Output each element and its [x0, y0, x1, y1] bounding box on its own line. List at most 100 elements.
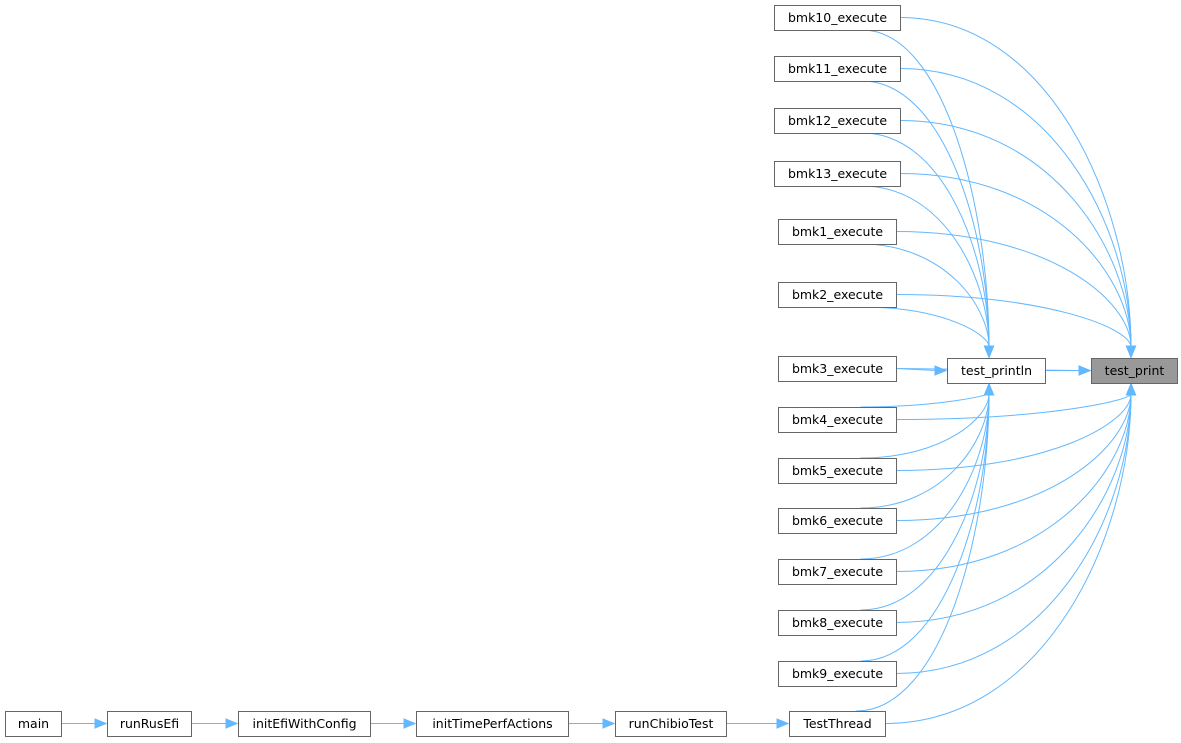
edge-line: [899, 68, 1132, 348]
edge-bmk3-to-test_println: [895, 365, 948, 376]
edges-layer: [61, 17, 1137, 729]
edge-line: [856, 393, 990, 712]
node-box: [774, 56, 901, 82]
node-box: [774, 5, 901, 31]
node-bmk10[interactable]: bmk10_execute: [774, 5, 901, 31]
edge-main-to-runRusEfi: [61, 718, 108, 729]
node-label: bmk10_execute: [788, 10, 887, 25]
node-label: TestThread: [802, 716, 871, 731]
edge-runChibioTest-to-TestThread: [726, 718, 790, 729]
node-box: [778, 661, 897, 687]
edge-bmk9-to-test_print: [895, 382, 1137, 674]
node-TestThread[interactable]: TestThread: [789, 711, 886, 737]
edge-arrowhead: [934, 365, 948, 376]
edge-bmk8-to-test_print: [895, 382, 1137, 623]
node-label: bmk3_execute: [792, 361, 883, 376]
node-test_print[interactable]: test_print: [1091, 358, 1178, 384]
edge-bmk4-to-test_print: [895, 382, 1137, 420]
node-bmk13[interactable]: bmk13_execute: [774, 161, 901, 187]
edge-line: [895, 393, 1132, 471]
node-bmk12[interactable]: bmk12_execute: [774, 108, 901, 134]
node-label: test_println: [961, 363, 1032, 378]
node-label: bmk2_execute: [792, 287, 883, 302]
node-box: [615, 711, 727, 737]
node-label: initEfiWithConfig: [252, 716, 356, 731]
edge-bmk10-to-test_print: [899, 17, 1137, 359]
edge-bmk13-to-test_print: [899, 173, 1137, 359]
node-runRusEfi[interactable]: runRusEfi: [107, 711, 192, 737]
edge-line: [895, 393, 1132, 572]
node-box: [778, 610, 897, 636]
edge-arrowhead: [403, 718, 417, 729]
edge-arrowhead: [983, 345, 995, 359]
edge-arrowhead: [602, 718, 616, 729]
edge-line: [895, 231, 1132, 348]
edge-arrowhead: [1125, 382, 1137, 396]
edge-line: [860, 393, 990, 662]
node-bmk4[interactable]: bmk4_execute: [778, 407, 897, 433]
node-bmk6[interactable]: bmk6_execute: [778, 508, 897, 534]
edge-arrowhead: [1078, 365, 1092, 376]
edge-line: [860, 393, 990, 459]
edge-line: [860, 306, 990, 348]
edge-line: [899, 17, 1132, 348]
node-initTimePerfActions[interactable]: initTimePerfActions: [416, 711, 569, 737]
edge-line: [862, 29, 990, 348]
node-main[interactable]: main: [5, 711, 62, 737]
node-box: [778, 356, 897, 382]
node-bmk2[interactable]: bmk2_execute: [778, 282, 897, 308]
edge-line: [860, 393, 990, 560]
edge-bmk7-to-test_print: [895, 382, 1137, 572]
node-box: [778, 219, 897, 245]
node-label: runRusEfi: [120, 716, 179, 731]
node-label: bmk8_execute: [792, 615, 883, 630]
node-label: runChibioTest: [629, 716, 714, 731]
edge-bmk2-to-test_print: [895, 294, 1137, 359]
node-label: bmk11_execute: [788, 61, 887, 76]
node-box: [778, 407, 897, 433]
node-box: [1091, 358, 1178, 384]
nodes-layer: test_print test_println bmk10_execute bmk11…: [5, 5, 1178, 737]
node-label: bmk6_execute: [792, 513, 883, 528]
node-bmk5[interactable]: bmk5_execute: [778, 458, 897, 484]
node-box: [947, 358, 1046, 384]
node-box: [789, 711, 886, 737]
edge-line: [895, 393, 1132, 674]
node-bmk8[interactable]: bmk8_execute: [778, 610, 897, 636]
edge-bmk4-to-test_println: [860, 382, 995, 408]
node-box: [778, 559, 897, 585]
edge-line: [895, 368, 937, 371]
node-box: [778, 282, 897, 308]
edge-line: [860, 393, 990, 408]
node-test_println[interactable]: test_println: [947, 358, 1046, 384]
edge-bmk12-to-test_print: [899, 120, 1137, 359]
edge-runRusEfi-to-initEfiWithConfig: [191, 718, 239, 729]
edge-line: [895, 393, 1132, 521]
edge-arrowhead: [225, 718, 239, 729]
edge-arrowhead: [776, 718, 790, 729]
node-label: bmk12_execute: [788, 113, 887, 128]
node-label: bmk4_execute: [792, 412, 883, 427]
edge-line: [895, 393, 1132, 623]
node-bmk1[interactable]: bmk1_execute: [778, 219, 897, 245]
edge-bmk5-to-test_print: [895, 382, 1137, 471]
node-initEfiWithConfig[interactable]: initEfiWithConfig: [238, 711, 371, 737]
edge-line: [899, 120, 1132, 348]
edge-bmk11-to-test_print: [899, 68, 1137, 359]
edge-arrowhead: [983, 382, 995, 396]
edge-line: [860, 393, 990, 611]
node-box: [778, 458, 897, 484]
node-label: bmk1_execute: [792, 224, 883, 239]
node-runChibioTest[interactable]: runChibioTest: [615, 711, 727, 737]
edge-line: [895, 393, 1132, 420]
node-label: bmk13_execute: [788, 166, 887, 181]
node-bmk9[interactable]: bmk9_execute: [778, 661, 897, 687]
node-bmk11[interactable]: bmk11_execute: [774, 56, 901, 82]
node-box: [238, 711, 371, 737]
edge-line: [899, 173, 1132, 348]
node-box: [5, 711, 62, 737]
node-bmk3[interactable]: bmk3_execute: [778, 356, 897, 382]
node-label: test_print: [1105, 363, 1165, 378]
node-box: [778, 508, 897, 534]
node-bmk7[interactable]: bmk7_execute: [778, 559, 897, 585]
